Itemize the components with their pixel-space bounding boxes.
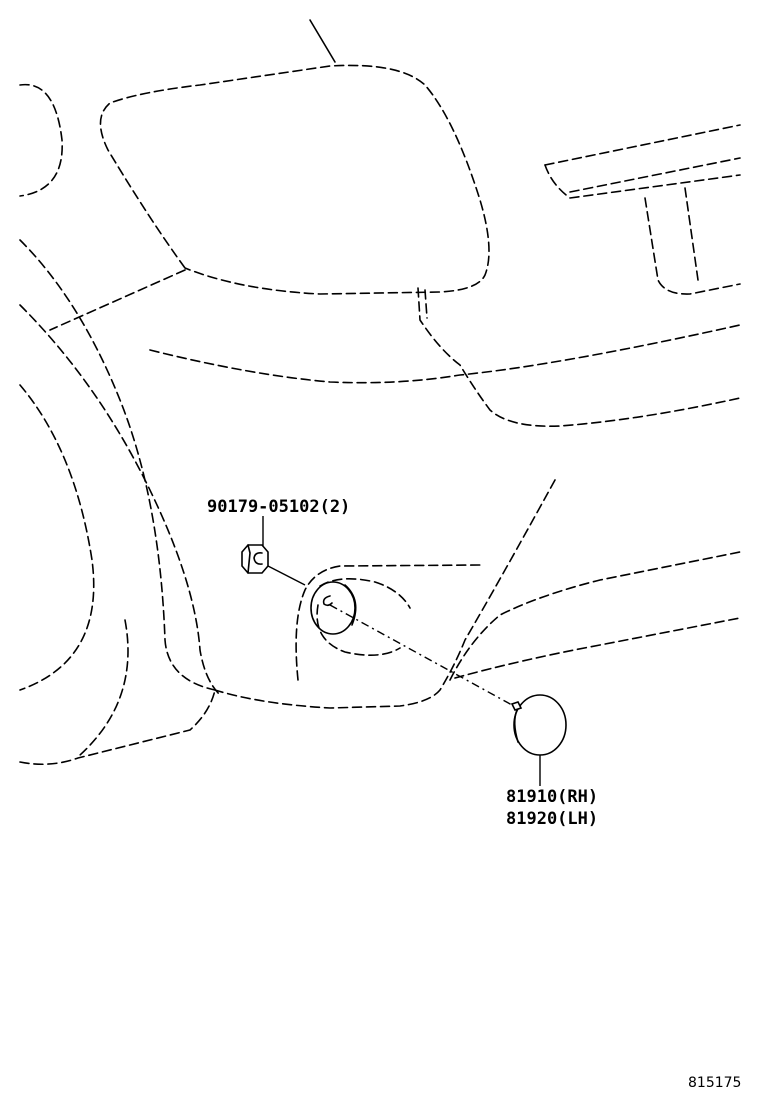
part-label-nut: 90179-05102(2) [207,497,351,517]
leader-hole-to-reflector [329,604,513,706]
bumper-lower-edge [454,617,741,679]
bumper-top-line [214,479,556,709]
bumper-upper-edge [449,551,741,681]
reflector-part [510,694,567,756]
rear-window-outline [99,64,490,295]
leader-nut-to-hole [267,565,306,586]
spoiler-top [544,124,741,166]
spoiler-leg-outer [644,197,741,295]
wheel-arch-lower [19,689,216,766]
reflector-recess-outer [295,564,481,681]
wheel-arch-outer [19,384,95,691]
diagram-id: 815175 [688,1075,742,1091]
nut-part [241,544,269,574]
antenna-line [309,19,336,63]
trunk-lid-curve [417,287,741,427]
trunk-deck-line [149,324,741,384]
mount-hole-inner [344,584,357,626]
wheel-arch-inner [79,619,129,756]
body-side-outer [19,239,216,691]
reflector-recess-ring [319,578,411,609]
c-pillar-line [49,269,186,331]
stud-hole-mark [322,595,333,607]
body-side-inner [19,304,221,696]
spoiler-leg-inner [684,187,699,281]
part-label-reflector-lh: 81920(LH) [506,809,599,829]
tail-lamp-arc [19,83,63,197]
trunk-lid-inner [424,289,428,319]
reflector-recess-bowl [316,604,401,656]
spoiler-middle [544,164,741,199]
part-label-reflector-rh: 81910(RH) [506,787,599,807]
spoiler-bottom [569,157,741,193]
